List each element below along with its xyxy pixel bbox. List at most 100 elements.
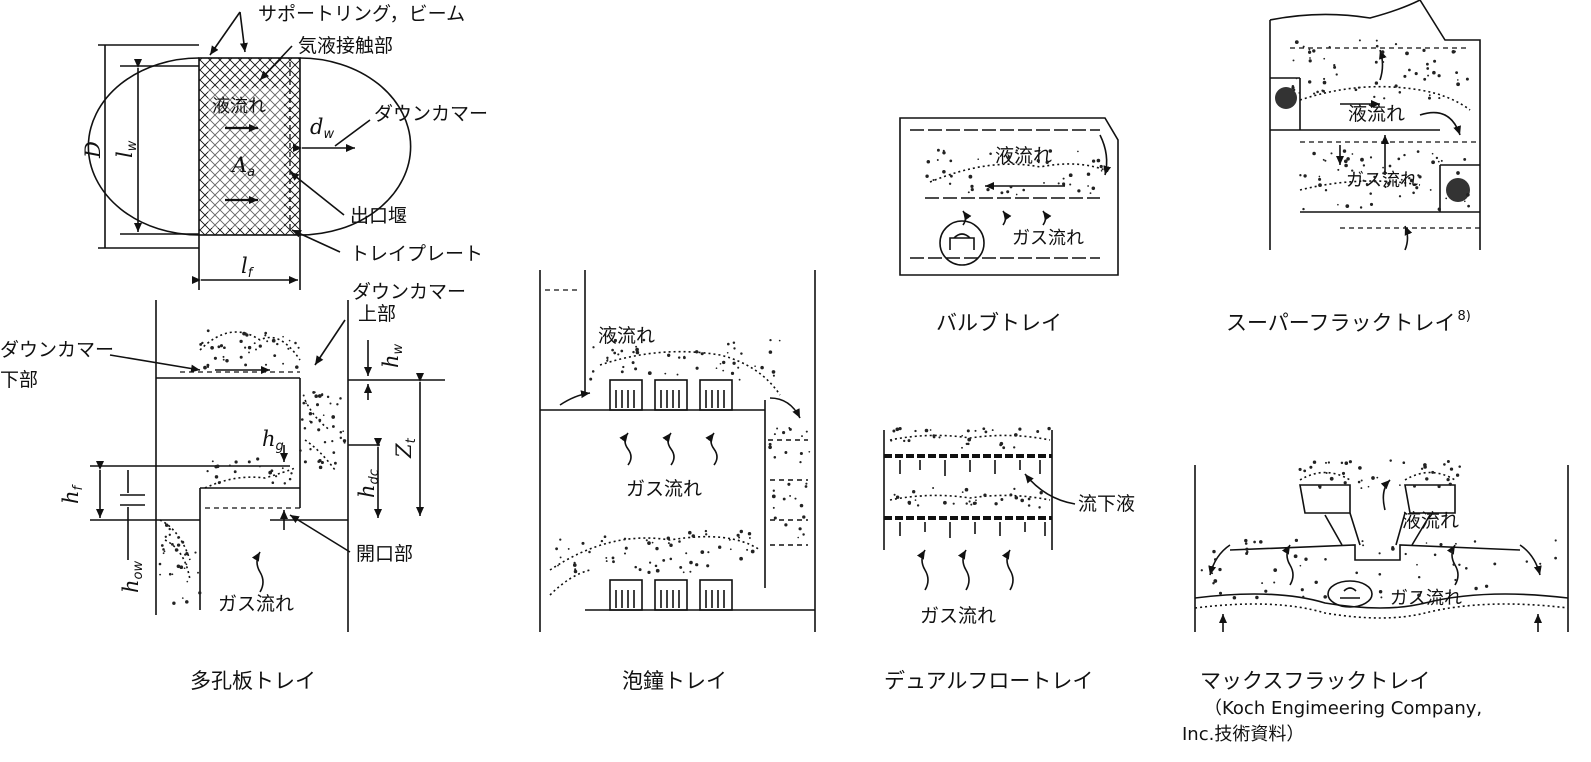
froth-dot: [1414, 72, 1418, 76]
froth-dot: [925, 174, 929, 178]
froth-dot: [1047, 426, 1051, 431]
froth-dot: [1388, 164, 1392, 168]
froth-dot: [242, 331, 246, 336]
froth-dot: [1039, 491, 1043, 495]
froth-dot: [948, 182, 952, 185]
froth-dot: [1307, 50, 1312, 54]
froth-dot: [256, 457, 260, 461]
dualflow-caption: デュアルフロートレイ: [884, 669, 1093, 693]
froth-dot: [647, 371, 652, 375]
froth-dot: [682, 571, 685, 574]
froth-dot: [929, 429, 932, 431]
froth-dot: [317, 394, 322, 398]
froth-dot: [802, 533, 805, 536]
froth-dot: [1455, 71, 1459, 75]
froth-dot: [1369, 192, 1372, 195]
froth-dot: [320, 460, 324, 465]
froth-dot: [1318, 486, 1322, 489]
column-cross-section: [87, 57, 200, 236]
downcomer-top-label-2: 上部: [358, 303, 396, 325]
sieve-plan-view: [87, 11, 412, 290]
froth-dot: [994, 502, 998, 506]
froth-dot: [223, 346, 226, 350]
froth-dot: [1367, 485, 1370, 488]
froth-dot: [1473, 540, 1477, 543]
froth-dot: [1343, 481, 1347, 485]
froth-dot: [1445, 197, 1448, 200]
froth-dot: [1373, 95, 1376, 99]
froth-dot: [655, 568, 660, 573]
froth-dot: [213, 356, 217, 360]
bubble-cap-2: [654, 379, 688, 411]
froth-dot: [715, 367, 718, 370]
symbol-lf: lf: [241, 254, 255, 281]
froth-dot: [1312, 460, 1317, 464]
froth-dot: [802, 515, 806, 519]
froth-dot: [1313, 92, 1316, 95]
froth-dot: [706, 564, 710, 568]
froth-dot: [1346, 157, 1350, 161]
froth-dot: [206, 365, 210, 369]
opening-label: 開口部: [356, 543, 413, 565]
froth-dot: [1437, 74, 1441, 78]
froth-dot: [290, 472, 293, 475]
froth-dot: [247, 460, 251, 464]
sieve-side-view: [90, 300, 445, 632]
froth-dot: [984, 430, 988, 434]
froth-dot: [1417, 593, 1421, 598]
froth-dot: [732, 341, 736, 344]
froth-dot: [669, 557, 673, 561]
froth-dot: [217, 345, 221, 349]
froth-dot: [1318, 175, 1321, 178]
froth-dot: [787, 482, 791, 486]
froth-dot: [768, 350, 773, 354]
froth-dot: [1420, 467, 1424, 470]
froth-dot: [895, 495, 900, 499]
froth-dot: [961, 434, 964, 437]
froth-dot: [975, 499, 977, 502]
froth-dot: [194, 551, 197, 554]
froth-dot: [1345, 204, 1350, 208]
froth-dot: [732, 361, 736, 365]
froth-dot: [1355, 571, 1359, 575]
froth-dot: [572, 563, 577, 567]
froth-dot: [613, 351, 617, 355]
froth-dot: [726, 351, 729, 354]
froth-dot: [1211, 572, 1214, 575]
froth-dot: [303, 426, 307, 430]
froth-dot: [1404, 552, 1407, 556]
froth-dot: [776, 427, 779, 430]
froth-dot: [961, 491, 964, 493]
froth-dot: [299, 449, 302, 452]
froth-dot: [1294, 538, 1299, 543]
froth-dot: [632, 350, 635, 354]
froth-dot: [778, 339, 781, 342]
froth-dot: [1324, 558, 1327, 561]
froth-dot: [314, 394, 318, 398]
froth-dot: [171, 573, 174, 576]
froth-dot: [1408, 68, 1411, 72]
froth-dot: [211, 460, 214, 463]
froth-dot: [1337, 203, 1339, 206]
maxfrac-credit-line-1: （Koch Engimeering Company,: [1204, 698, 1482, 719]
froth-dot: [1324, 189, 1328, 192]
froth-dot: [622, 365, 625, 369]
froth-dot: [683, 356, 686, 360]
froth-dot: [799, 503, 804, 508]
bubble-gas-flow-label: ガス流れ: [626, 478, 702, 500]
froth-dot: [634, 565, 637, 569]
froth-dot: [1295, 77, 1298, 80]
froth-dot: [932, 487, 935, 489]
froth-dot: [961, 446, 963, 449]
froth-dot: [1380, 50, 1385, 54]
froth-dot: [635, 347, 639, 352]
froth-dot: [1443, 463, 1446, 466]
froth-dot: [1027, 504, 1031, 507]
froth-dot: [1398, 195, 1402, 198]
froth-dot: [797, 536, 800, 539]
froth-dot: [1413, 484, 1416, 488]
froth-dot: [893, 493, 896, 496]
froth-dot: [623, 552, 627, 555]
froth-dot: [1259, 540, 1263, 544]
